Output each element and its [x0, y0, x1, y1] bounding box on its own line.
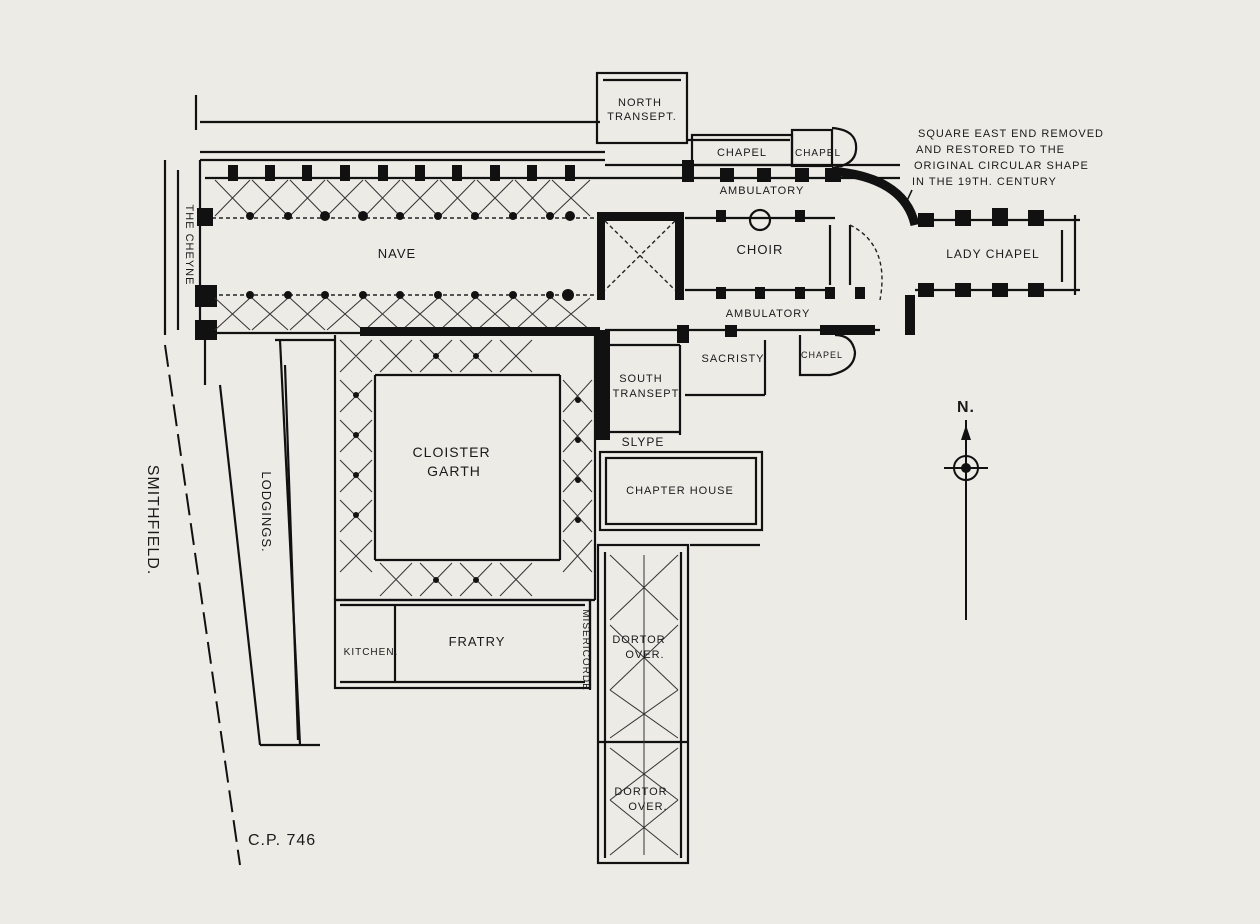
south-transept-walls: [596, 330, 857, 440]
label-nave: NAVE: [378, 246, 416, 261]
nave-walls: [163, 95, 605, 340]
label-north-mark: N.: [957, 399, 975, 416]
crossing-choir-walls: [597, 160, 920, 343]
note-leader-line: [904, 189, 913, 206]
lodgings-walls: [164, 338, 335, 866]
label-chapel-3: CHAPEL: [801, 350, 843, 360]
label-dorter-over-2: DORTOR OVER.: [614, 786, 671, 813]
label-lodgings: LODGINGS.: [259, 471, 274, 552]
label-misericorde: MISERICORDE: [580, 609, 591, 691]
label-the-cheyne: THE CHEYNE: [183, 205, 195, 286]
nave-south-aisle-vaults: [214, 289, 600, 336]
label-sacristy: SACRISTY: [701, 353, 764, 365]
label-fratry: FRATRY: [449, 634, 506, 649]
label-south-transept: SOUTH TRANSEPT: [613, 373, 680, 400]
label-ambulatory-north: AMBULATORY: [720, 185, 805, 197]
label-choir: CHOIR: [737, 242, 784, 257]
label-reference: C.P. 746: [248, 832, 316, 849]
chapter-house-walls: [598, 450, 764, 532]
label-dorter-over-1: DORTOR OVER.: [612, 634, 669, 661]
label-chapel-1: CHAPEL: [717, 147, 767, 159]
north-arrow: [944, 420, 988, 620]
label-smithfield: SMITHFIELD.: [144, 465, 161, 576]
label-note: SQUARE EAST END REMOVED AND RESTORED TO …: [912, 128, 1108, 188]
label-kitchen: KITCHEN.: [344, 647, 399, 658]
label-chapter-house: CHAPTER HOUSE: [626, 485, 734, 497]
north-chapels-walls: [690, 126, 858, 170]
label-north-transept: NORTH TRANSEPT.: [607, 97, 677, 123]
dorter-range-walls: [596, 543, 760, 865]
label-cloister-garth: CLOISTER GARTH: [413, 444, 496, 479]
nave-north-aisle-vaults: [214, 165, 591, 221]
label-slype: SLYPE: [622, 435, 665, 449]
north-transept-walls: [595, 71, 790, 145]
label-ambulatory-south: AMBULATORY: [726, 308, 811, 320]
label-chapel-2: CHAPEL: [795, 148, 841, 159]
lady-chapel-walls: [915, 208, 1080, 297]
fratry-walls: [333, 598, 592, 690]
label-lady-chapel: LADY CHAPEL: [946, 247, 1039, 261]
